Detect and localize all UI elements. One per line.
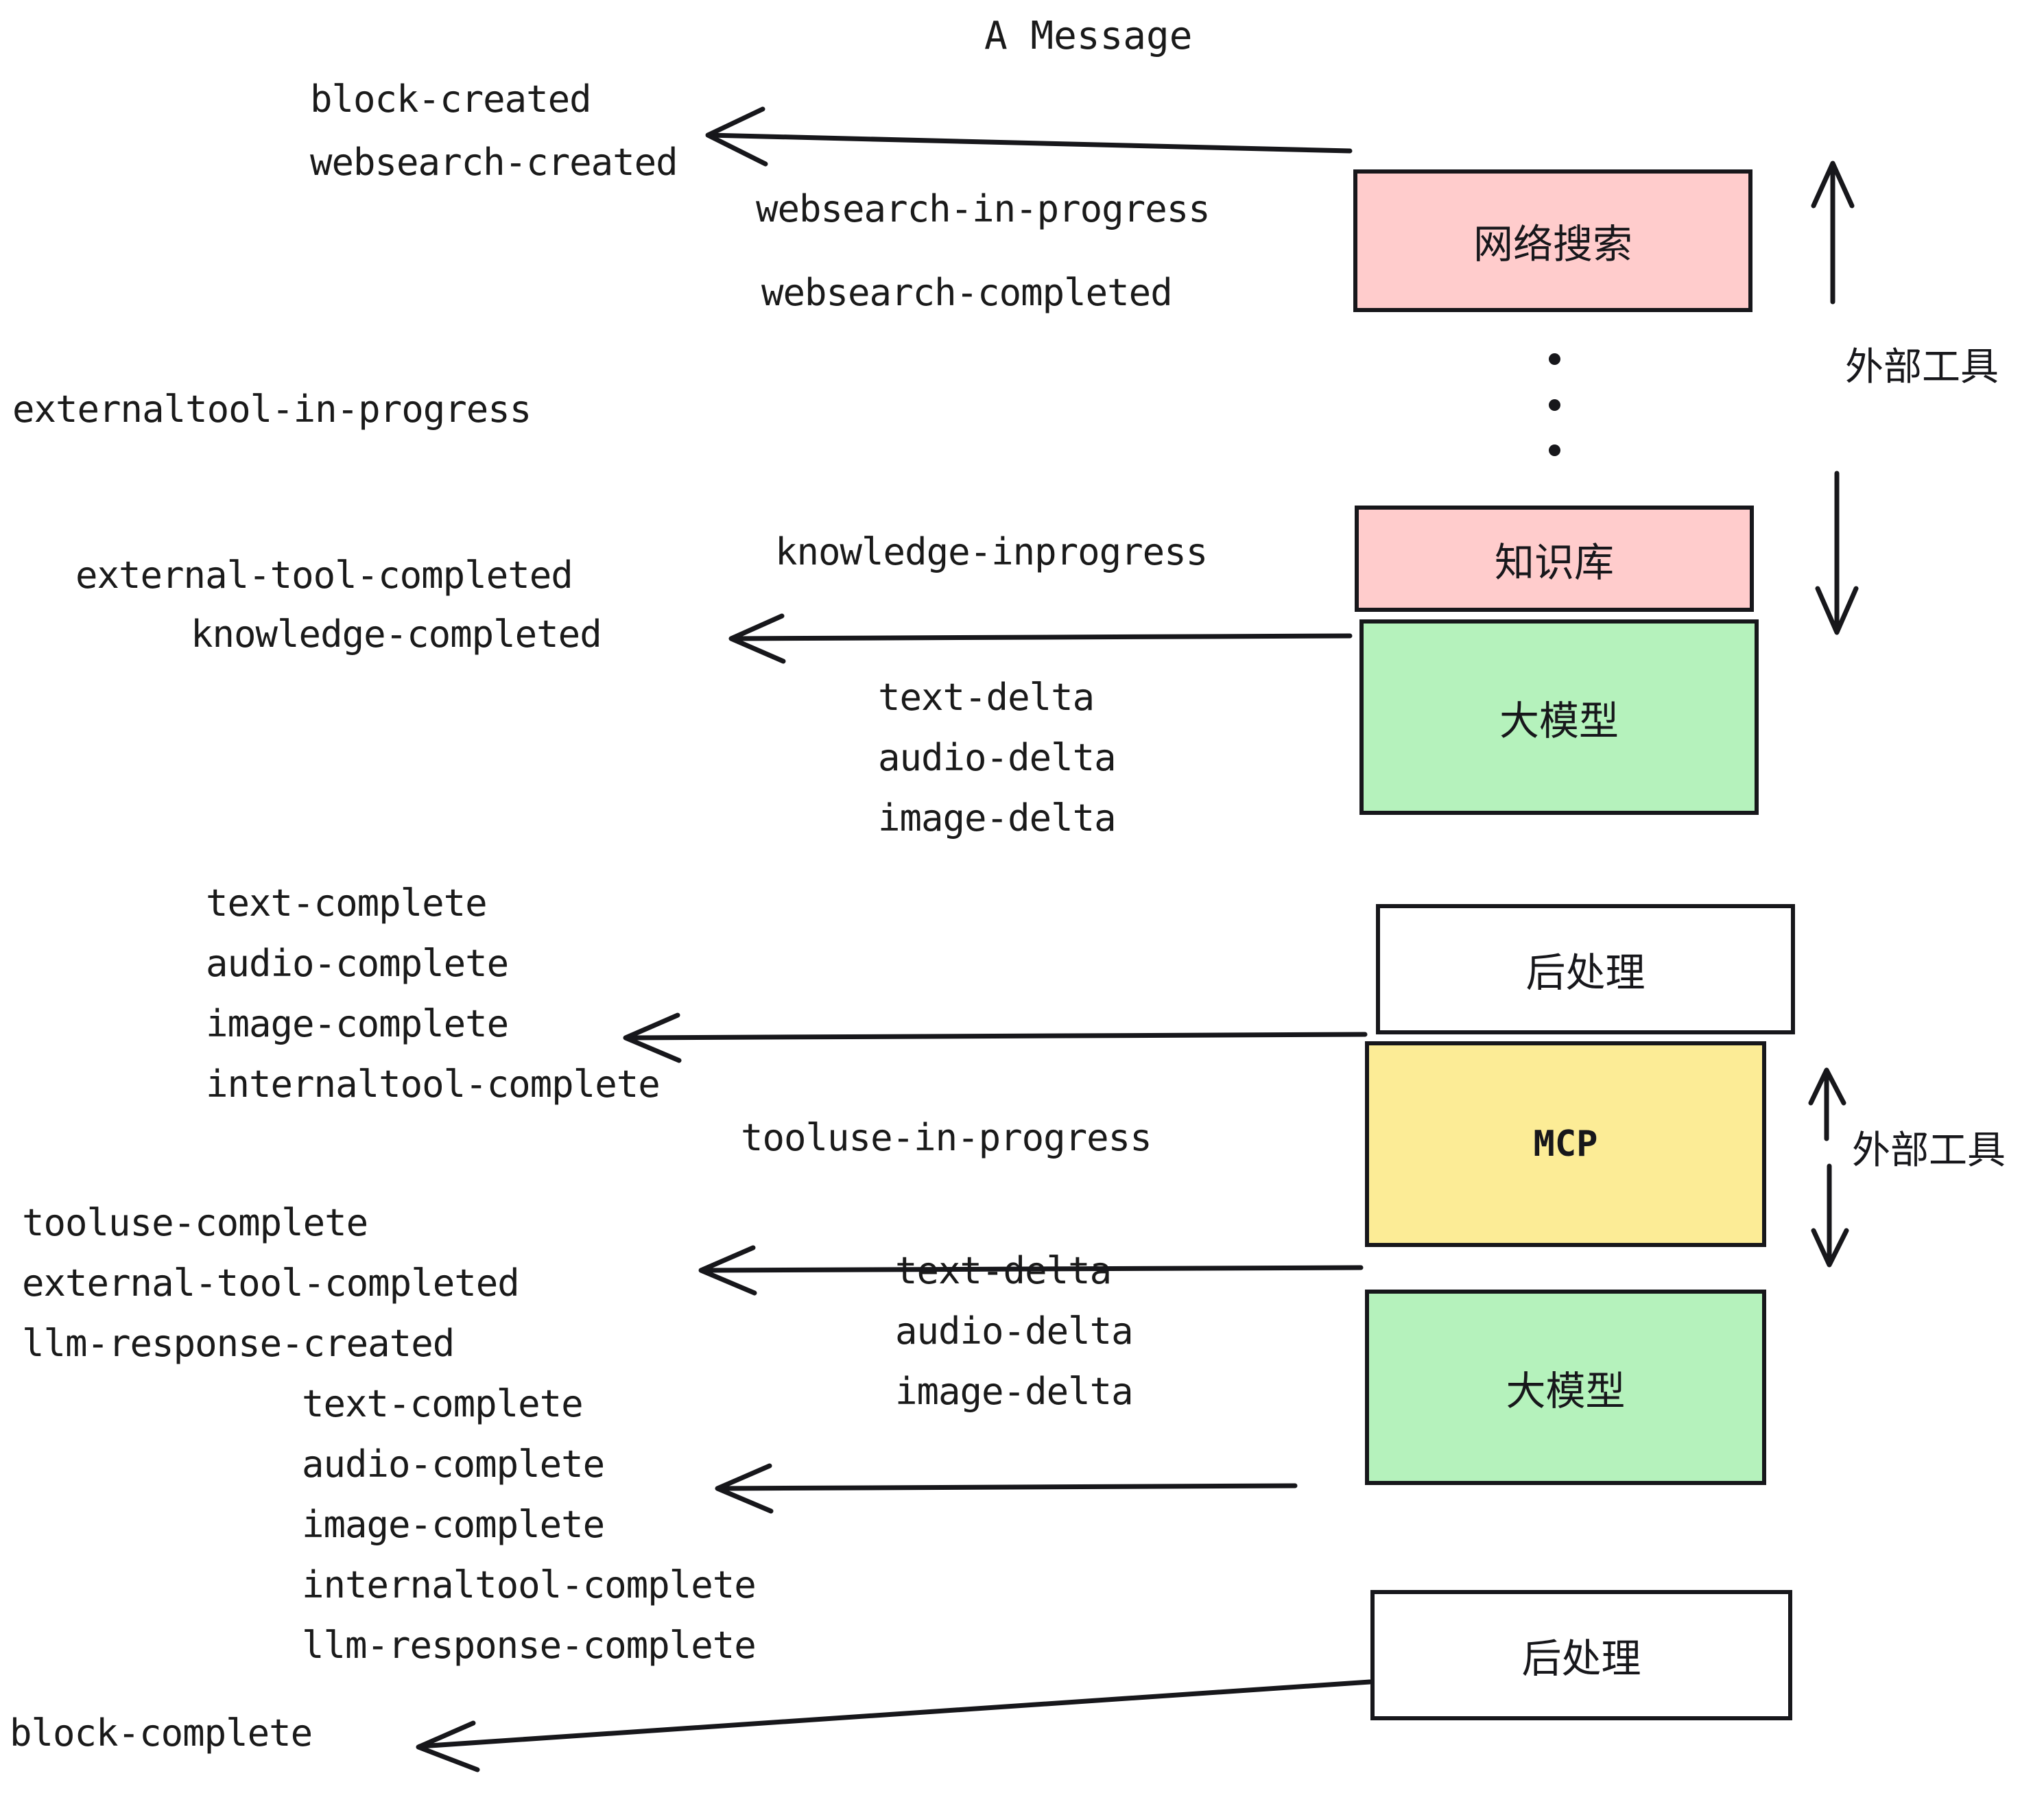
event-audio-delta-2: audio-delta	[895, 1309, 1134, 1353]
event-knowledge-inprogress: knowledge-inprogress	[775, 530, 1208, 573]
node-websearch: 网络搜索	[1353, 169, 1752, 312]
side-label-external-tools-top: 外部工具	[1845, 345, 1999, 390]
event-external-tool-completed-2: external-tool-completed	[22, 1261, 520, 1305]
event-externaltool-in-progress: externaltool-in-progress	[12, 388, 532, 431]
event-image-complete-2: image-complete	[302, 1503, 605, 1546]
arrow-postprocess1-to-image-complete	[623, 1012, 1368, 1063]
event-tooluse-complete: tooluse-complete	[22, 1201, 368, 1244]
arrow-postprocess2-to-block-complete	[416, 1679, 1372, 1772]
event-text-delta-1: text-delta	[878, 676, 1095, 719]
vertical-ellipsis-icon	[1547, 353, 1561, 456]
event-tooluse-in-progress: tooluse-in-progress	[741, 1116, 1152, 1159]
event-internaltool-complete-2: internaltool-complete	[302, 1563, 757, 1606]
ellipsis-dot	[1548, 399, 1560, 411]
arrow-knowledge-to-knowledge-completed	[728, 613, 1353, 664]
node-llm-1: 大模型	[1359, 619, 1759, 815]
event-text-complete-1: text-complete	[206, 881, 488, 925]
node-llm-1-label: 大模型	[1499, 697, 1619, 744]
event-websearch-in-progress: websearch-in-progress	[756, 187, 1211, 230]
side-label-external-tools-bottom: 外部工具	[1852, 1128, 2006, 1173]
node-llm-2-label: 大模型	[1506, 1367, 1626, 1414]
event-block-complete: block-complete	[10, 1711, 313, 1755]
event-image-delta-1: image-delta	[878, 796, 1117, 840]
node-knowledge-label: 知识库	[1494, 538, 1614, 586]
node-postprocess-1-label: 后处理	[1525, 949, 1645, 996]
event-knowledge-completed: knowledge-completed	[191, 613, 602, 656]
bracket-arrow-external-tools-bottom	[1808, 1067, 1849, 1268]
event-internaltool-complete-1: internaltool-complete	[206, 1063, 661, 1106]
bracket-arrow-external-tools-top	[1811, 161, 1859, 635]
event-llm-response-created: llm-response-created	[22, 1322, 455, 1365]
node-knowledge: 知识库	[1355, 506, 1754, 612]
event-image-complete-1: image-complete	[206, 1002, 509, 1045]
event-image-delta-2: image-delta	[895, 1370, 1134, 1413]
arrow-websearch-to-block-created	[705, 106, 1353, 167]
node-llm-2: 大模型	[1365, 1290, 1766, 1485]
node-postprocess-1: 后处理	[1376, 904, 1795, 1034]
event-audio-complete-2: audio-complete	[302, 1443, 605, 1486]
node-postprocess-2-label: 后处理	[1521, 1635, 1641, 1682]
arrow-llm2-to-audio-complete	[715, 1463, 1298, 1514]
event-block-created: block-created	[310, 78, 592, 121]
node-mcp-label: MCP	[1533, 1124, 1598, 1165]
event-audio-complete-1: audio-complete	[206, 942, 509, 985]
node-postprocess-2: 后处理	[1370, 1590, 1792, 1720]
event-audio-delta-1: audio-delta	[878, 736, 1117, 779]
event-llm-response-complete: llm-response-complete	[302, 1624, 757, 1667]
ellipsis-dot	[1548, 444, 1560, 456]
event-websearch-completed: websearch-completed	[761, 271, 1173, 314]
event-external-tool-completed-1: external-tool-completed	[75, 554, 573, 597]
page-title: A Message	[984, 14, 1193, 58]
node-mcp: MCP	[1365, 1041, 1766, 1247]
event-text-delta-2: text-delta	[895, 1249, 1112, 1292]
event-text-complete-2: text-complete	[302, 1382, 584, 1425]
event-websearch-created: websearch-created	[310, 141, 678, 184]
node-websearch-label: 网络搜索	[1473, 221, 1632, 268]
ellipsis-dot	[1548, 353, 1560, 365]
